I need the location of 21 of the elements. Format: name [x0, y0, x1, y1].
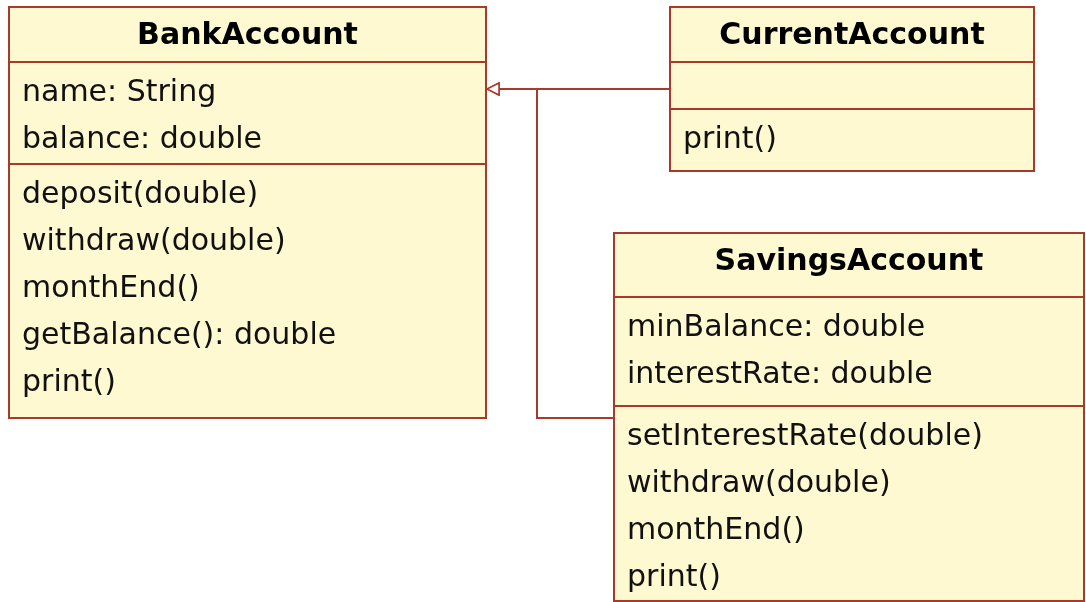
- inheritance-arrow: [486, 82, 614, 419]
- class-member: getBalance(): double: [21, 315, 338, 353]
- class-member: print(): [682, 119, 778, 157]
- class-box: [613, 232, 1085, 602]
- class-member: setInterestRate(double): [626, 416, 984, 454]
- class-member: print(): [626, 557, 722, 595]
- class-member: monthEnd(): [21, 268, 201, 306]
- class-member: print(): [21, 362, 117, 400]
- class-box: [8, 6, 487, 419]
- class-member: name: String: [21, 72, 218, 110]
- class-member: withdraw(double): [626, 463, 892, 501]
- class-name: BankAccount: [136, 15, 359, 53]
- class-member: interestRate: double: [626, 354, 934, 392]
- class-member: deposit(double): [21, 174, 260, 212]
- class-member: monthEnd(): [626, 510, 806, 548]
- class-member: balance: double: [21, 119, 263, 157]
- class-member: minBalance: double: [626, 307, 927, 345]
- class-name: SavingsAccount: [713, 241, 985, 279]
- class-member: withdraw(double): [21, 221, 287, 259]
- class-box: [669, 6, 1035, 172]
- class-name: CurrentAccount: [718, 15, 986, 53]
